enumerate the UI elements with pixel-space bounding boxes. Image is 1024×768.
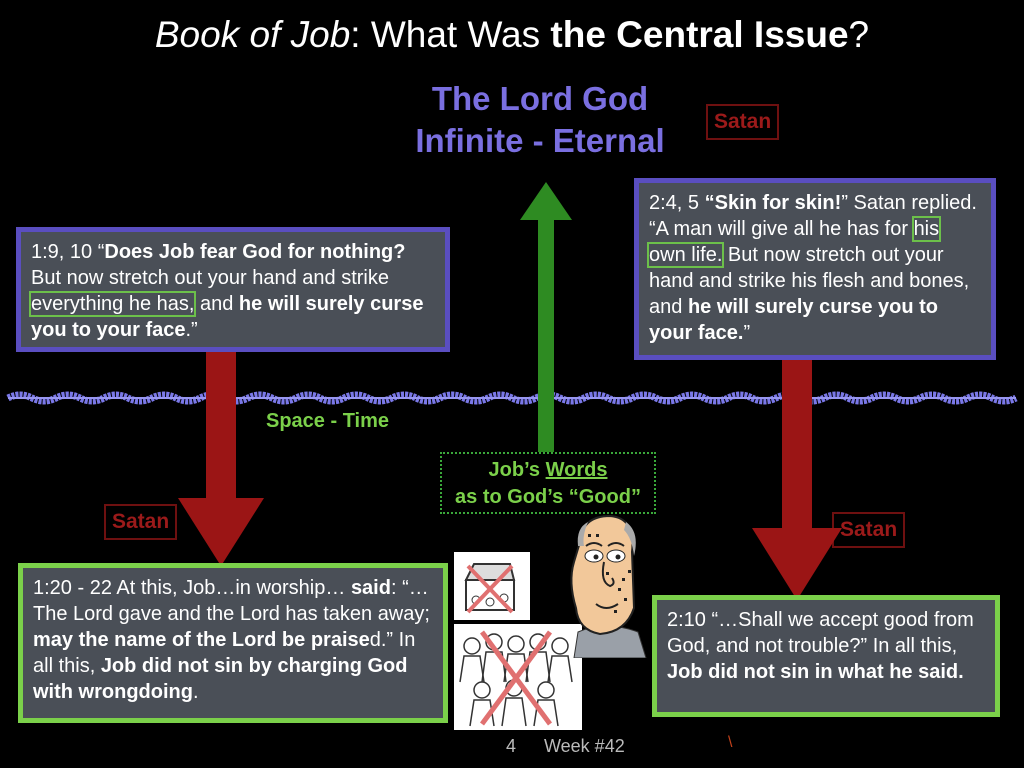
space-time-label: Space - Time xyxy=(266,410,390,432)
people-crossed-icon xyxy=(454,624,582,730)
card-bl-bold1: may the name of the Lord be praise xyxy=(33,629,370,651)
red-arrow-right xyxy=(752,358,842,600)
red-arrow-left xyxy=(178,350,264,566)
card-bottom-left: 1:20 - 22 At this, Job…in worship… said:… xyxy=(18,563,448,723)
card-top-left: 1:9, 10 “Does Job fear God for nothing? … xyxy=(16,227,450,352)
card-tr-highlight: his own life. xyxy=(646,216,942,268)
title-book: Book of Job xyxy=(154,14,351,55)
job-face-icon xyxy=(566,512,648,659)
slide-title: Book of Job: What Was the Central Issue? xyxy=(0,14,1024,56)
card-bl-end: . xyxy=(192,681,199,703)
card-top-right: 2:4, 5 “Skin for skin!” Satan replied. “… xyxy=(634,178,996,360)
footer-mark: \ xyxy=(728,734,733,751)
card-br-text: 2:10 “…Shall we accept good from God, an… xyxy=(667,609,974,657)
card-bl-text2: d.” In all this, xyxy=(33,629,416,677)
week-label: Week #42 xyxy=(544,736,625,756)
card-bl-bold2: Job did not sin by charging God with wro… xyxy=(33,655,408,703)
title-question: : What Was xyxy=(350,14,551,55)
space-time-line xyxy=(6,391,1018,405)
card-tr-ref: 2:4, 5 xyxy=(649,192,705,214)
card-tl-end: .” xyxy=(185,319,198,341)
satan-label-left: Satan xyxy=(104,504,178,540)
card-tr-bold2: he will surely curse you to your face. xyxy=(649,296,939,344)
job-words-box: Job’s Words as to God’s “Good” xyxy=(440,452,656,514)
card-tl-bold2: he will surely curse you to your face xyxy=(31,293,424,341)
page-number: 4 xyxy=(506,736,517,756)
lord-god-line2: Infinite - Eternal xyxy=(415,122,665,159)
card-bottom-right: 2:10 “…Shall we accept good from God, an… xyxy=(652,595,1000,717)
card-tl-ref: 1:9, 10 “ xyxy=(31,241,105,263)
title-qmark: ? xyxy=(848,14,870,55)
card-bl-said: said xyxy=(350,577,391,599)
card-tr-text2: But now stretch out your hand and strike… xyxy=(649,244,970,318)
card-tl-bold1: Does Job fear God for nothing? xyxy=(104,241,406,263)
lord-god-line1: The Lord God xyxy=(431,80,649,117)
card-bl-text1: : “…The Lord gave and the Lord has taken… xyxy=(33,577,430,625)
green-arrow-up xyxy=(520,182,572,452)
job-words-underlined: Words xyxy=(545,459,608,481)
satan-label-right: Satan xyxy=(832,512,906,548)
job-words-line1: Job’s Words xyxy=(442,457,654,484)
job-words-prefix: Job’s xyxy=(488,459,546,481)
card-tr-end: ” xyxy=(743,322,751,344)
card-tl-highlight: everything he has, xyxy=(28,291,197,317)
satan-label-top: Satan xyxy=(706,104,780,140)
treasure-chest-crossed-icon xyxy=(454,552,530,620)
lord-god-heading: The Lord God Infinite - Eternal xyxy=(380,78,700,162)
title-central-issue: the Central Issue xyxy=(550,14,849,55)
card-tr-text1: ” Satan replied. “A man will give all he… xyxy=(649,192,977,240)
card-bl-ref: 1:20 - 22 At this, Job…in worship… xyxy=(33,577,351,599)
card-tr-bold1: “Skin for skin! xyxy=(704,192,842,214)
card-tl-text2: and xyxy=(194,293,239,315)
card-br-bold: Job did not sin in what he said. xyxy=(667,661,964,683)
card-tl-text1: But now stretch out your hand and strike xyxy=(31,267,389,289)
job-words-line2: as to God’s “Good” xyxy=(455,486,641,508)
